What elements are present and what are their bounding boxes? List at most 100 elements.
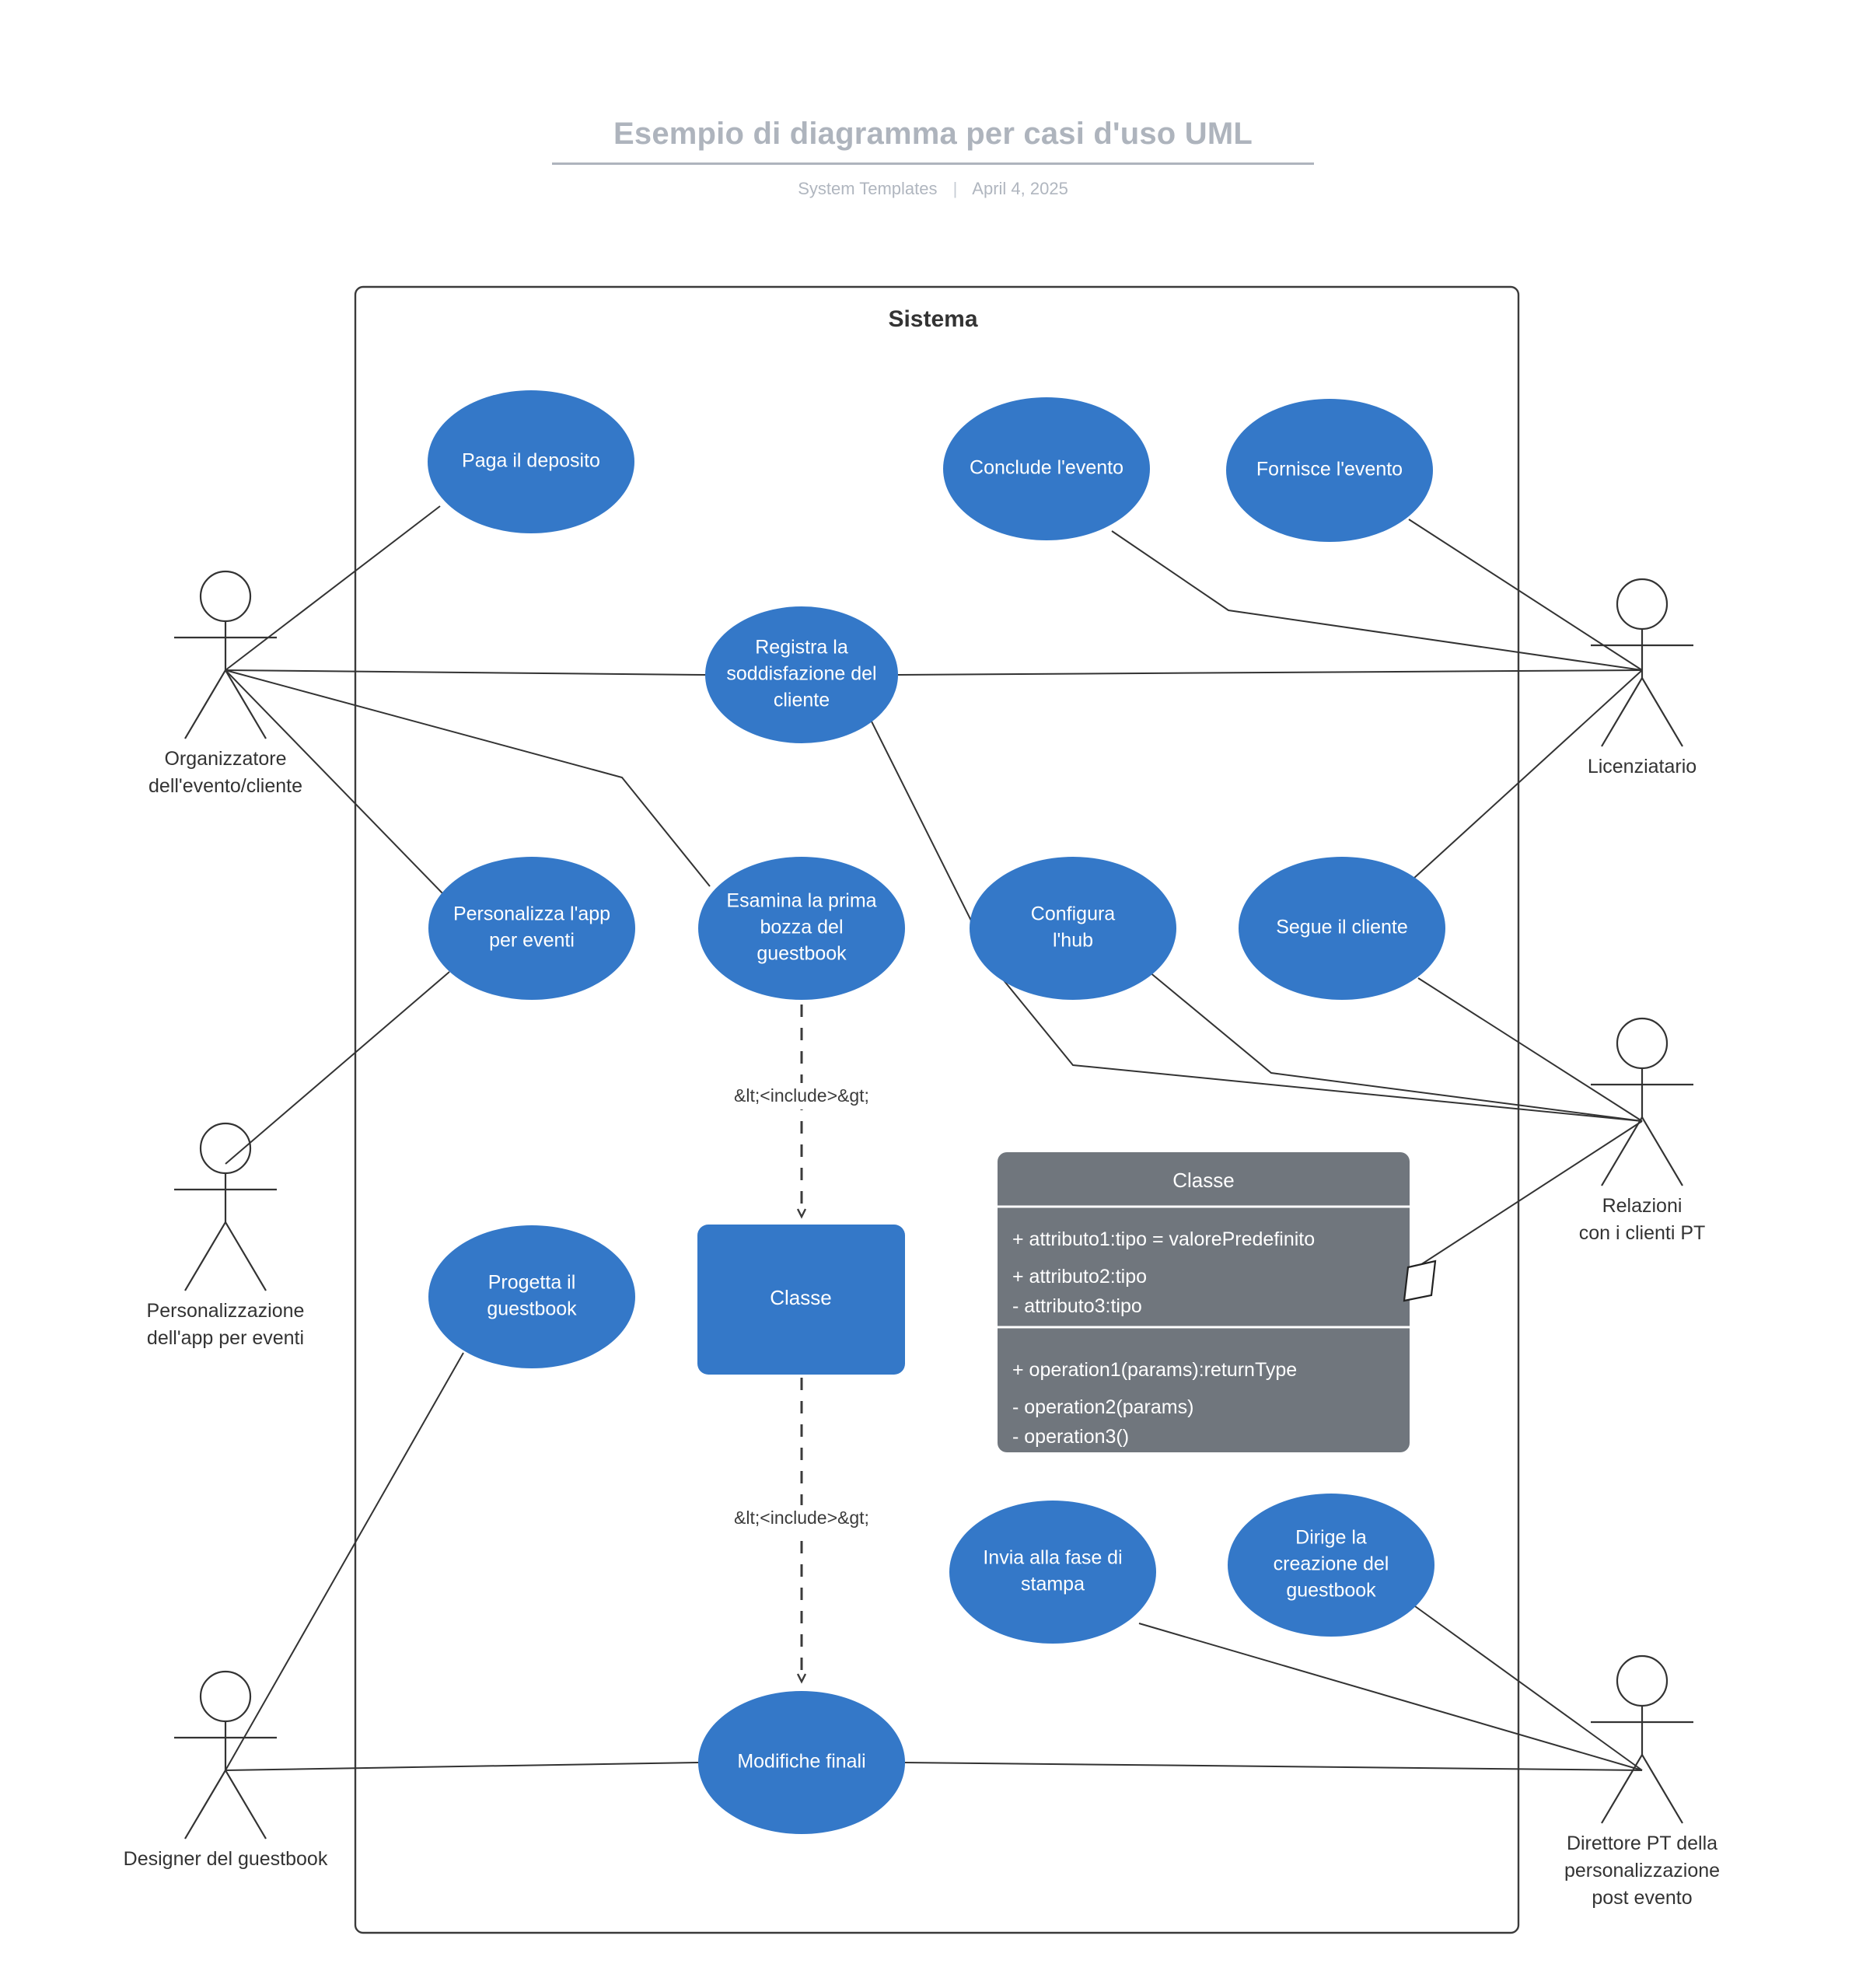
assoc-relazioni-segue-cliente: [1417, 977, 1643, 1122]
use-case-label: Personalizza l'app: [453, 903, 610, 925]
use-case-ellipse[interactable]: [1226, 399, 1433, 542]
assoc-licenziatario-conclude-evento: [1111, 530, 1643, 671]
assoc-direttore-invia-stampa: [1138, 1623, 1643, 1771]
classe-detail-box[interactable]: [998, 1152, 1410, 1452]
classe-attribute-0: + attributo1:tipo = valorePredefinito: [1012, 1228, 1315, 1250]
use-case-label: Registra la: [755, 637, 848, 659]
use-case-fornisce-evento[interactable]: Fornisce l'evento: [1226, 399, 1433, 542]
system-boundary: [354, 285, 1520, 1934]
use-case-label: guestbook: [487, 1298, 577, 1320]
actor-label: personalizzazione: [1564, 1860, 1720, 1881]
use-case-label: Conclude l'evento: [970, 457, 1123, 479]
use-case-ellipse[interactable]: [428, 1225, 635, 1368]
use-case-label: Configura: [1031, 903, 1115, 925]
use-case-label: guestbook: [757, 943, 847, 965]
use-case-ellipse[interactable]: [1228, 1494, 1434, 1637]
use-case-label: Progetta il: [488, 1272, 576, 1294]
use-case-label: cliente: [774, 690, 830, 711]
actor-head-icon: [199, 1670, 252, 1723]
use-case-dirige-creazione[interactable]: Dirige la creazione del guestbook: [1228, 1494, 1434, 1637]
assoc-designer-modifiche-finali: [225, 1762, 699, 1771]
assoc-relazioni-classe-detail: [1409, 1120, 1643, 1273]
use-case-ellipse[interactable]: [698, 857, 905, 1000]
use-case-ellipse[interactable]: [1239, 857, 1445, 1000]
use-case-label: Paga il deposito: [462, 450, 600, 472]
use-case-ellipse[interactable]: [428, 390, 634, 533]
actor-label: dell'app per eventi: [147, 1327, 304, 1349]
include-1: &lt;<include>&gt;: [720, 1083, 883, 1109]
assoc-relazioni-registra-soddisfazione: [847, 674, 1643, 1122]
assoc-relazioni-configura-hub: [1148, 971, 1643, 1122]
actor-group: Organizzatore dell'evento/cliente Licenzia…: [124, 570, 1720, 1909]
assoc-direttore-dirige-creazione: [1414, 1605, 1643, 1771]
assoc-organizzatore-paga-deposito: [225, 505, 441, 671]
classe-simple-node[interactable]: Classe: [697, 1225, 905, 1375]
classe-simple-box[interactable]: [697, 1225, 905, 1375]
use-case-ellipse[interactable]: [949, 1501, 1156, 1644]
actor-leg-left-icon: [184, 1221, 226, 1291]
document-meta: System Templates | April 4, 2025: [0, 179, 1866, 199]
actor-direttore-pt[interactable]: Direttore PT dellapersonalizzazionepost …: [1564, 1654, 1720, 1909]
include-label-text: &lt;<include>&gt;: [734, 1508, 869, 1528]
actor-head-icon: [1616, 578, 1669, 631]
use-case-segue-cliente[interactable]: Segue il cliente: [1239, 857, 1445, 1000]
actor-leg-right-icon: [1641, 1116, 1683, 1186]
use-case-ellipse[interactable]: [428, 857, 635, 1000]
actor-label: Personalizzazione: [147, 1300, 305, 1322]
use-case-paga-deposito[interactable]: Paga il deposito: [428, 390, 634, 533]
use-case-label: Dirige la: [1295, 1527, 1367, 1549]
use-case-label: Modifiche finali: [737, 1751, 865, 1773]
classe-simple-label: Classe: [770, 1286, 831, 1309]
use-case-ellipse[interactable]: [698, 1691, 905, 1834]
use-case-registra-soddisfazione[interactable]: Registra la soddisfazione del cliente: [705, 606, 898, 743]
use-case-label: Invia alla fase di: [983, 1547, 1122, 1569]
assoc-licenziatario-registra-soddisfazione: [897, 669, 1643, 676]
use-case-conclude-evento[interactable]: Conclude l'evento: [943, 397, 1150, 540]
use-case-label: guestbook: [1286, 1580, 1376, 1602]
assoc-organizzatore-personalizza-app: [225, 669, 446, 897]
use-case-label: per eventi: [489, 930, 575, 952]
use-case-label: creazione del: [1274, 1553, 1389, 1575]
actor-label: Licenziatario: [1588, 756, 1697, 777]
include-label-text: &lt;<include>&gt;: [734, 1085, 869, 1106]
actor-label: Direttore PT della: [1567, 1833, 1717, 1854]
actor-label: dell'evento/cliente: [149, 775, 302, 797]
actor-leg-right-icon: [225, 669, 267, 739]
assoc-designer-progetta-guestbook: [225, 1352, 464, 1771]
actor-head-icon: [199, 570, 252, 623]
aggregation-diamond-icon: [1403, 1260, 1437, 1302]
actor-label: Organizzatore: [164, 748, 286, 770]
actor-designer-guestbook[interactable]: Designer del guestbook: [124, 1670, 328, 1870]
classe-detail-node[interactable]: Classe + attributo1:tipo = valorePredefi…: [998, 1152, 1437, 1452]
use-case-progetta-guestbook[interactable]: Progetta il guestbook: [428, 1225, 635, 1368]
classe-operation-2: - operation3(): [1012, 1426, 1129, 1448]
use-case-ellipse[interactable]: [943, 397, 1150, 540]
actor-leg-left-icon: [1601, 1754, 1643, 1824]
classe-attribute-2: - attributo3:tipo: [1012, 1295, 1142, 1317]
use-case-ellipse[interactable]: [705, 606, 898, 743]
actor-leg-right-icon: [1641, 1754, 1683, 1824]
actor-leg-left-icon: [1601, 1116, 1643, 1186]
actor-licenziatario[interactable]: Licenziatario: [1588, 578, 1697, 777]
page-title: Esempio di diagramma per casi d'uso UML: [552, 117, 1314, 165]
assoc-licenziatario-fornisce-evento: [1408, 519, 1643, 671]
actor-personalizzazione[interactable]: Personalizzazione dell'app per eventi: [147, 1122, 305, 1349]
date-label: April 4, 2025: [972, 179, 1068, 198]
association-lines: [225, 505, 1643, 1771]
system-boundary-label: Sistema: [888, 306, 977, 332]
use-case-ellipse[interactable]: [970, 857, 1176, 1000]
use-case-modifiche-finali[interactable]: Modifiche finali: [698, 1691, 905, 1834]
assoc-organizzatore-esamina-bozza: [225, 669, 711, 887]
actor-head-icon: [1616, 1654, 1669, 1707]
actor-leg-left-icon: [184, 669, 226, 739]
actor-organizzatore[interactable]: Organizzatore dell'evento/cliente: [149, 570, 302, 797]
use-case-personalizza-app[interactable]: Personalizza l'app per eventi: [428, 857, 635, 1000]
assoc-organizzatore-registra-soddisfazione: [225, 669, 706, 676]
use-case-label: soddisfazione del: [726, 663, 876, 685]
